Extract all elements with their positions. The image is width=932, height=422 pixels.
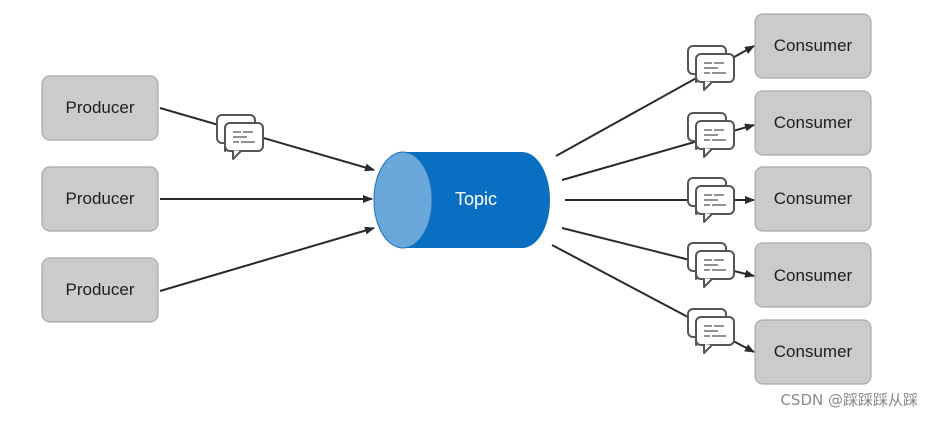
message-icon <box>687 308 735 354</box>
consumer-label: Consumer <box>774 189 853 208</box>
producer-node-3: Producer <box>41 257 159 323</box>
message-icon <box>687 112 735 158</box>
consumer-label: Consumer <box>774 266 853 285</box>
producer-label: Producer <box>66 280 135 299</box>
topic-node: Topic <box>373 151 550 249</box>
consumer-node-4: Consumer <box>754 242 872 308</box>
consumer-node-1: Consumer <box>754 13 872 79</box>
producer-label: Producer <box>66 98 135 117</box>
consumer-node-3: Consumer <box>754 166 872 232</box>
producer-node-1: Producer <box>41 75 159 141</box>
producer-arrow-3 <box>159 226 375 292</box>
producer-label: Producer <box>66 189 135 208</box>
consumer-label: Consumer <box>774 113 853 132</box>
watermark-text: CSDN @踩踩踩从踩 <box>780 391 918 409</box>
message-icon <box>687 177 735 223</box>
producer-node-2: Producer <box>41 166 159 232</box>
message-icon <box>216 114 264 160</box>
consumer-label: Consumer <box>774 36 853 55</box>
message-icon <box>687 242 735 288</box>
topic-label: Topic <box>455 189 497 209</box>
consumer-label: Consumer <box>774 342 853 361</box>
message-icon <box>687 45 735 91</box>
consumer-node-5: Consumer <box>754 319 872 385</box>
consumer-node-2: Consumer <box>754 90 872 156</box>
producer-arrow-1 <box>159 107 375 172</box>
